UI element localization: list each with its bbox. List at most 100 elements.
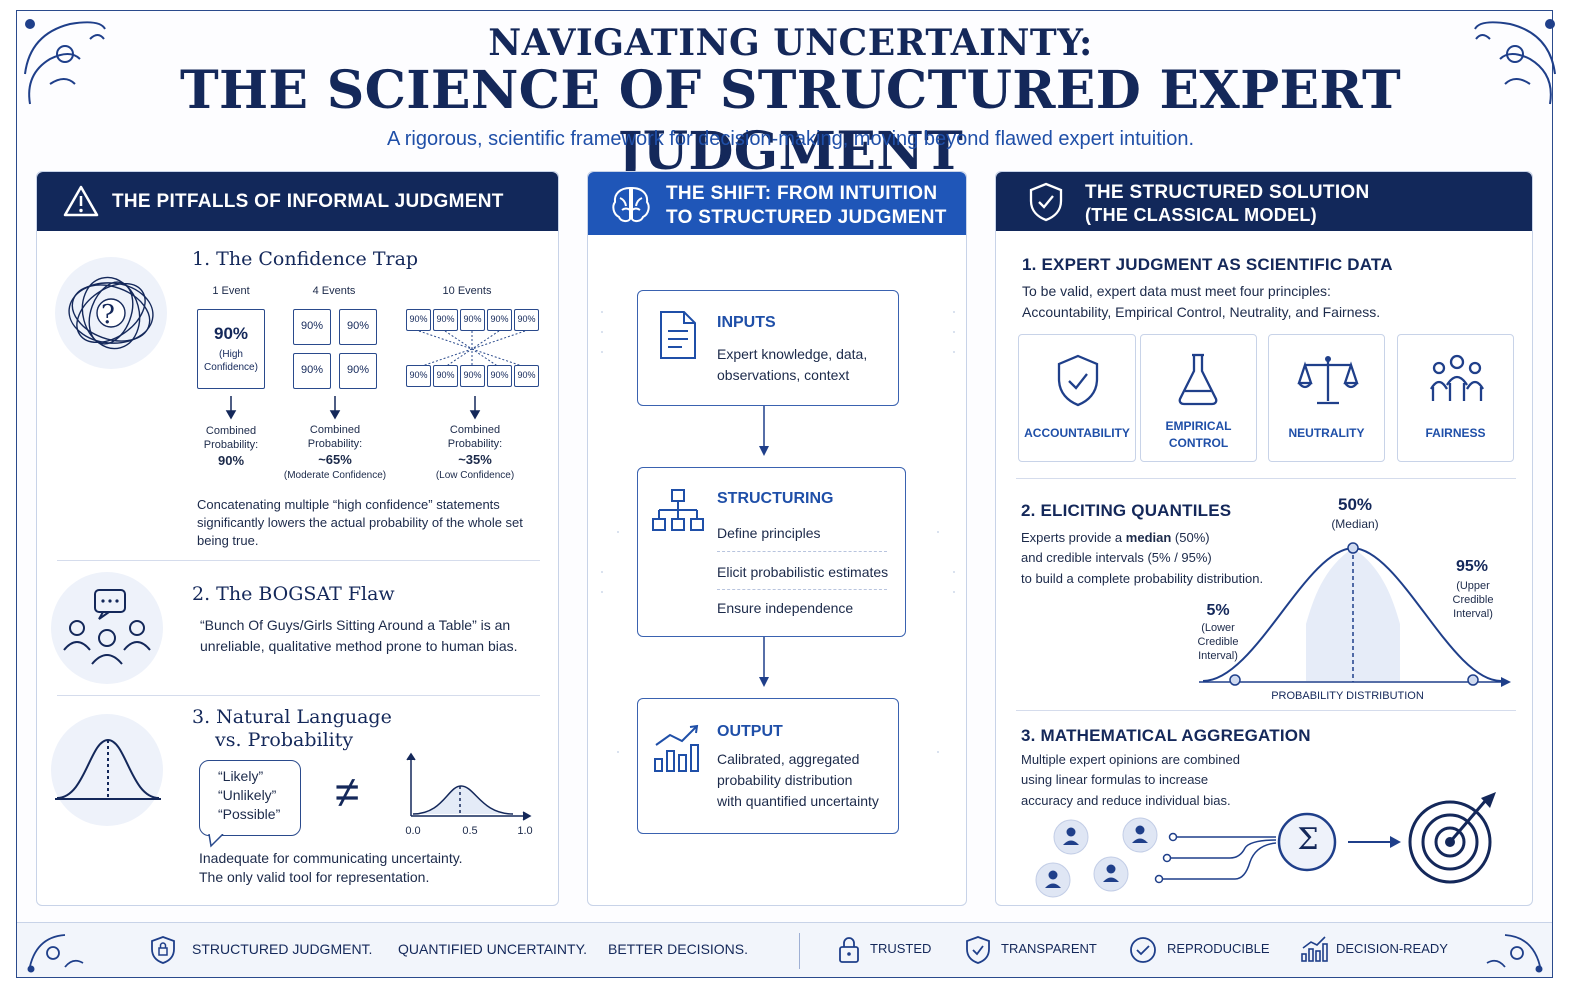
question-mark: ? [101,300,115,330]
bar-chart-icon [1301,936,1328,962]
warning-icon [63,185,99,217]
brain-icon [612,186,650,223]
badge-transparent: TRANSPARENT [1001,941,1097,956]
principle-label: CONTROL [1168,436,1229,450]
natural-language-desc-2: The only valid tool for representation. [199,869,430,885]
ten-event-box: 90% [460,309,485,331]
shift-panel: THE SHIFT: FROM INTUITION TO STRUCTURED … [587,171,967,906]
ten-event-box: 90% [406,309,431,331]
divider [799,933,800,969]
tagline-better-decisions: BETTER DECISIONS. [608,941,749,957]
combined-value-1: 90% [217,453,245,468]
hierarchy-icon [652,489,704,531]
ornament-top-right-icon [1474,19,1556,105]
shield-check-icon [1057,354,1099,407]
structuring-title: STRUCTURING [717,490,834,507]
shield-check-icon [966,936,990,964]
distribution-axis-label: PROBABILITY DISTRIBUTION [1271,690,1424,702]
speech-bubble: “Likely” “Unlikely” “Possible” [199,760,301,836]
divider [57,695,540,696]
natural-language-title-2: vs. Probability [215,729,354,751]
title-line-1: NAVIGATING UNCERTAINTY: [488,22,1093,64]
ten-event-box: 90% [433,309,458,331]
divider [717,551,887,552]
confidence-trap-title: 1. The Confidence Trap [192,248,419,270]
combined-label-2: Combined Probability: [307,424,363,450]
solution-title-1: THE STRUCTURED SOLUTION [1085,182,1370,203]
divider [57,560,540,561]
structuring-item-1: Define principles [717,525,821,541]
tangled-scribble-icon [68,276,154,350]
structuring-box: STRUCTURING Define principles Elicit pro… [637,467,906,637]
output-text-3: with quantified uncertainty [717,793,879,809]
check-circle-icon [1130,937,1156,963]
quantile-distribution-chart [1199,542,1511,687]
quantiles-desc-1: Experts provide a median (50%) [1021,530,1210,545]
combined-value-3: ~35% [458,452,492,467]
speech-bubble-tail [208,834,224,848]
word-unlikely: “Unlikely” [218,787,277,803]
ornament-bottom-right-icon [1486,934,1543,973]
flask-icon [1178,353,1218,406]
shift-title-1: THE SHIFT: FROM INTUITION [666,183,938,204]
quantiles-desc-3: to build a complete probability distribu… [1021,571,1264,586]
four-event-box: 90% [339,309,377,345]
tick-0-5: 0.5 [462,825,478,837]
scientific-data-title: 1. EXPERT JUDGMENT AS SCIENTIFIC DATA [1022,255,1393,274]
divider [1016,710,1516,711]
single-event-note: (High Confidence) [204,349,258,373]
principle-label: ACCOUNTABILITY [1024,426,1130,440]
shield-lock-icon [151,936,175,964]
group-discussion-icon [63,589,151,665]
aggregation-desc-1: Multiple expert opinions are combined [1021,752,1240,767]
dotted-background [601,311,955,753]
shift-header: THE SHIFT: FROM INTUITION TO STRUCTURED … [588,172,966,235]
inputs-text-2: observations, context [717,367,850,383]
badge-reproducible: REPRODUCIBLE [1167,941,1270,956]
output-text-1: Calibrated, aggregated [717,751,860,767]
natural-language-title-1: 3. Natural Language [192,706,392,728]
quantiles-title: 2. ELICITING QUANTILES [1021,501,1232,520]
aggregation-desc-3: accuracy and reduce individual bias. [1021,793,1231,808]
shield-check-icon [1029,182,1063,222]
pitfalls-header: THE PITFALLS OF INFORMAL JUDGMENT [37,172,558,231]
four-event-box: 90% [293,309,331,345]
pitfalls-panel: THE PITFALLS OF INFORMAL JUDGMENT ? 1. T… [36,171,559,906]
ornament-top-left-icon [24,19,106,105]
aggregation-diagram [1035,792,1496,898]
four-events-label: 4 Events [312,285,356,297]
divider [717,589,887,590]
ten-event-box: 90% [433,365,458,387]
combined-label-3: Combined Probability: [447,424,503,450]
bogsat-title: 2. The BOGSAT Flaw [192,583,395,605]
people-group-icon [1430,354,1484,401]
inputs-title: INPUTS [717,314,776,331]
solution-panel: THE STRUCTURED SOLUTION (THE CLASSICAL M… [995,171,1533,906]
bar-chart-trend-icon [654,724,699,772]
combined-note-2: (Moderate Confidence) [283,470,387,481]
not-equal-sign: ≠ [335,768,360,817]
tick-0: 0.0 [405,825,421,837]
principle-label: NEUTRALITY [1288,426,1365,440]
ten-event-box: 90% [406,365,431,387]
pitfalls-title: THE PITFALLS OF INFORMAL JUDGMENT [112,191,504,212]
flow-arrow-2 [759,637,769,687]
scales-icon [1297,356,1359,405]
quantile-5: 5% [1206,602,1230,619]
scientific-data-desc-1: To be valid, expert data must meet four … [1022,283,1331,299]
ten-event-box: 90% [514,365,539,387]
solution-header: THE STRUCTURED SOLUTION (THE CLASSICAL M… [996,172,1532,231]
quantile-50-note: (Median) [1331,517,1379,531]
aggregation-desc-2: using linear formulas to increase [1021,772,1209,787]
probability-mini-chart [406,752,532,821]
ten-event-box: 90% [514,309,539,331]
footer-bar: STRUCTURED JUDGMENT. QUANTIFIED UNCERTAI… [17,922,1552,977]
principle-card-accountability: ACCOUNTABILITY [1018,334,1136,462]
output-text-2: probability distribution [717,772,853,788]
ornament-bottom-left-icon [27,934,84,973]
quantile-50: 50% [1337,495,1373,514]
subtitle: A rigorous, scientific framework for dec… [386,128,1195,150]
tagline-structured-judgment: STRUCTURED JUDGMENT. [192,941,373,957]
principle-label: EMPIRICAL [1165,419,1232,433]
bogsat-desc: “Bunch Of Guys/Girls Sitting Around a Ta… [200,617,518,654]
